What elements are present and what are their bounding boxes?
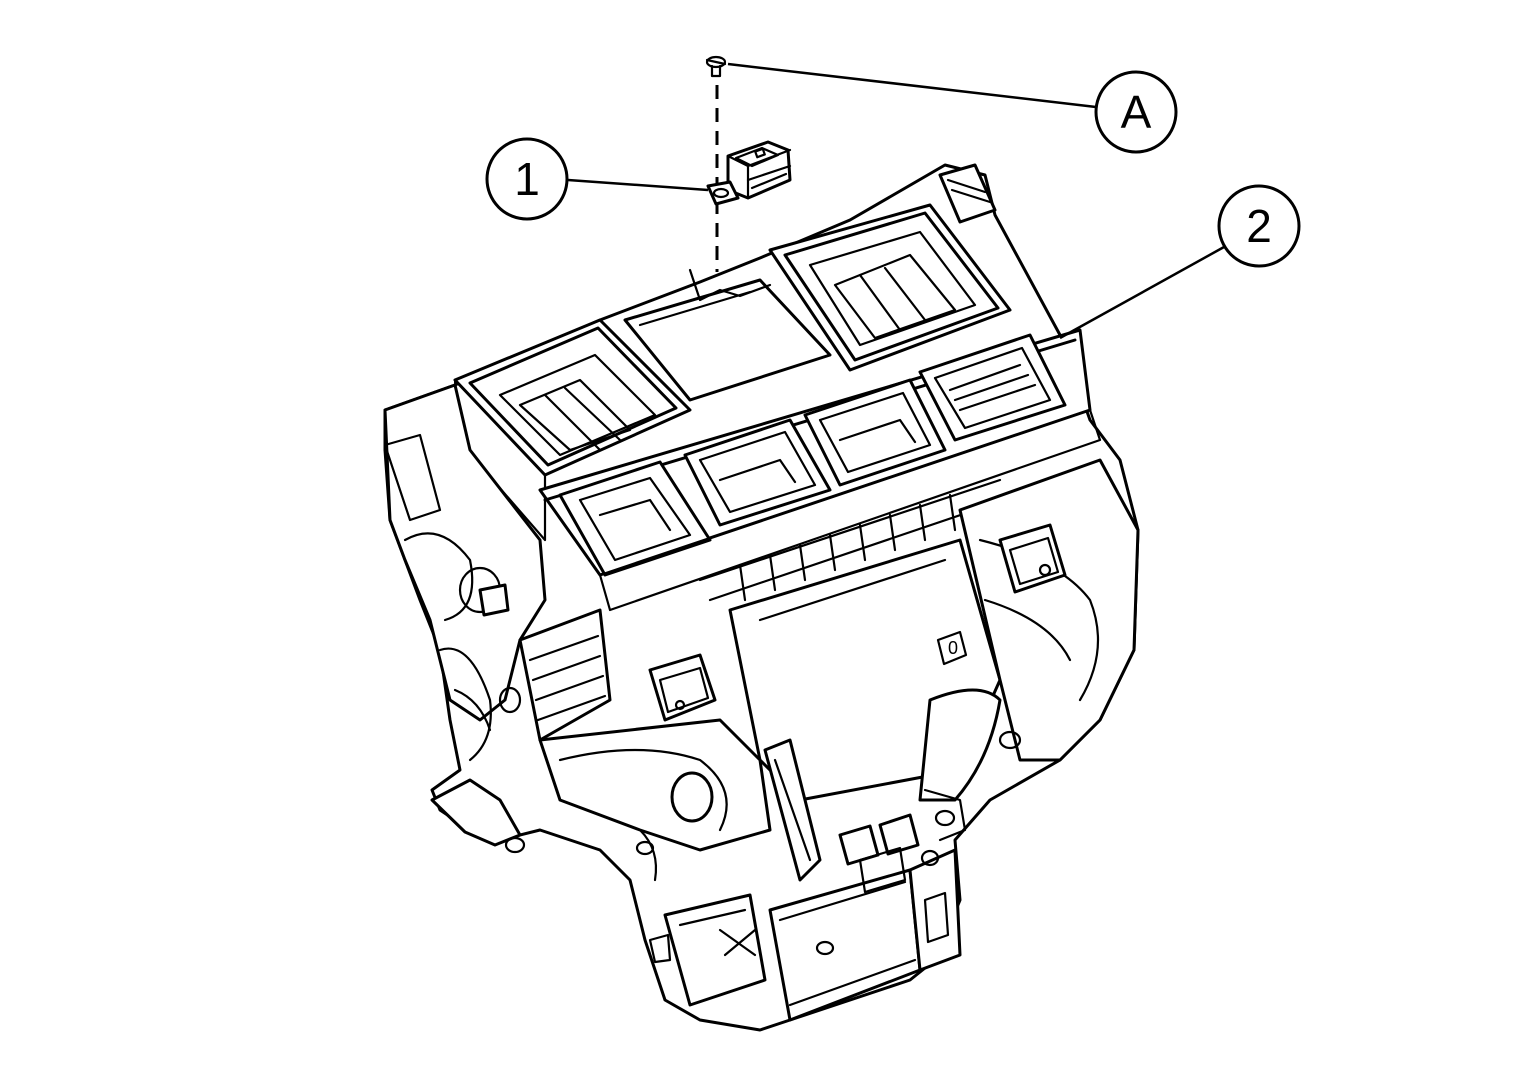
callout-2-label: 2 [1246, 200, 1272, 252]
callout-1: 1 [485, 137, 569, 221]
callout-1-label: 1 [514, 153, 540, 205]
part-2-hvac-unit: 0 [383, 163, 1140, 1032]
leader-a [727, 62, 1097, 109]
fin-grille [738, 493, 957, 602]
callout-2: 2 [1217, 184, 1301, 268]
leader-2 [1059, 245, 1225, 340]
screw-a-part [705, 55, 727, 78]
callout-a-label: A [1121, 86, 1152, 138]
part-1-bracket [706, 140, 792, 206]
unit-marking-label: 0 [948, 638, 958, 658]
callout-a: A [1094, 70, 1178, 154]
leader-1 [567, 178, 709, 192]
